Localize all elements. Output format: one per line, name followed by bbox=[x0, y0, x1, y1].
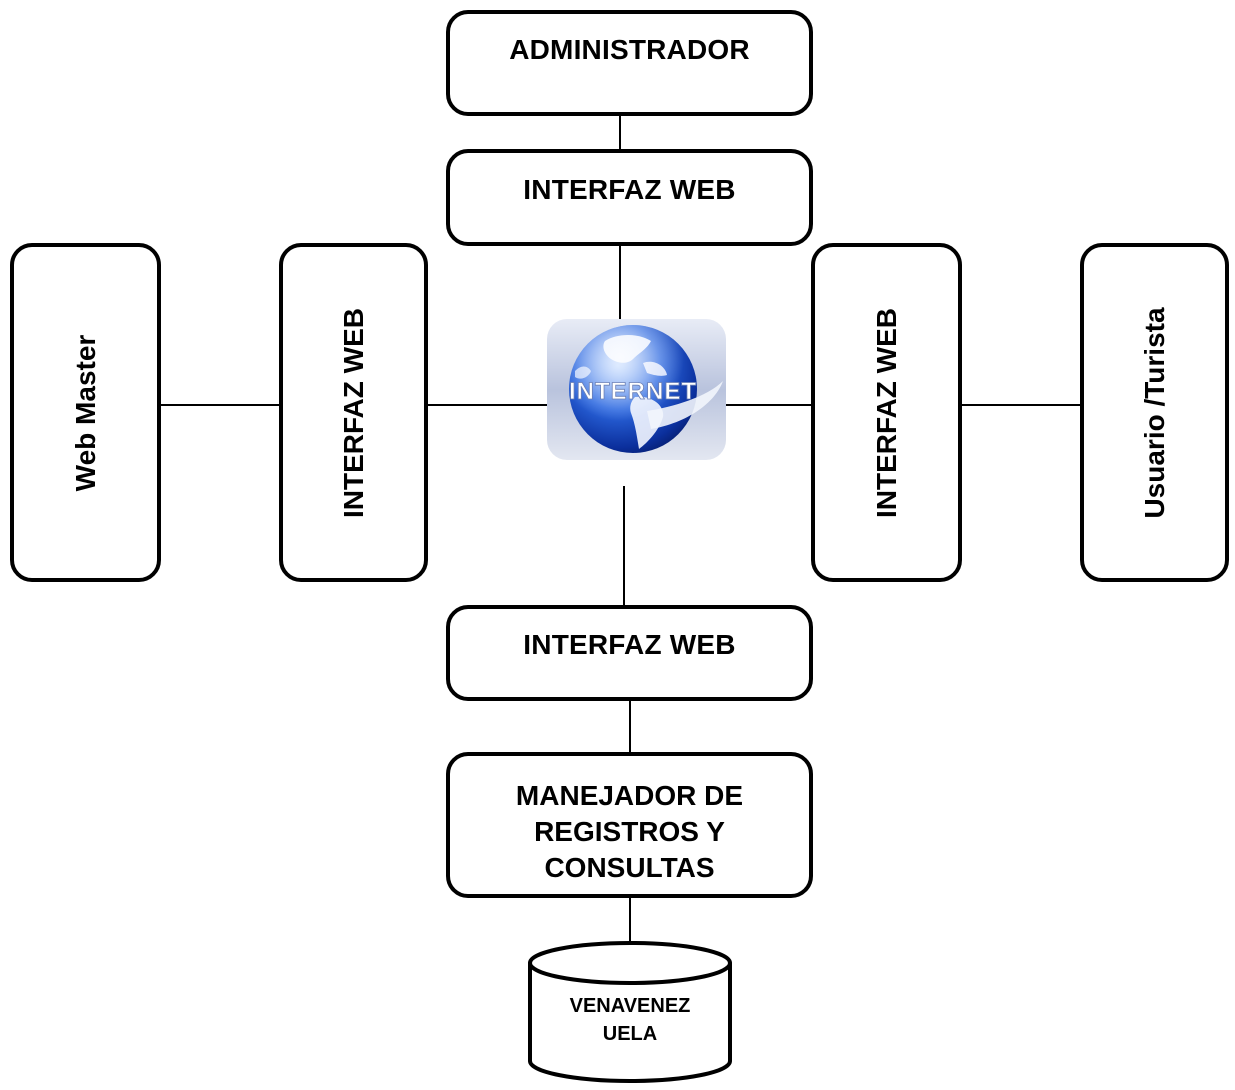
interfaz-web-bottom-label: INTERFAZ WEB bbox=[523, 629, 736, 660]
interfaz-web-right-box: INTERFAZ WEB bbox=[811, 243, 962, 582]
interfaz-web-top-label: INTERFAZ WEB bbox=[523, 174, 736, 205]
database-line-1: VENAVENEZ bbox=[569, 995, 691, 1017]
connector-interfaz-manejador bbox=[629, 700, 631, 753]
internet-globe: INTERNET bbox=[547, 319, 726, 460]
interfaz-web-left-label: INTERFAZ WEB bbox=[337, 307, 369, 518]
manejador-line-1: MANEJADOR DE bbox=[515, 780, 744, 811]
interfaz-web-bottom-box: INTERFAZ WEB bbox=[446, 605, 813, 701]
administrador-label: ADMINISTRADOR bbox=[509, 34, 750, 65]
database-label: VENAVENEZ UELA bbox=[526, 992, 734, 1048]
database-line-2: UELA bbox=[602, 1023, 658, 1045]
manejador-box: MANEJADOR DE REGISTROS Y CONSULTAS bbox=[446, 752, 813, 898]
usuario-turista-box: Usuario /Turista bbox=[1080, 243, 1229, 582]
connector-manejador-database bbox=[629, 897, 631, 942]
interfaz-web-left-box: INTERFAZ WEB bbox=[279, 243, 428, 582]
connector-interfaz-usuario bbox=[960, 404, 1082, 406]
interfaz-web-top-box: INTERFAZ WEB bbox=[446, 149, 813, 246]
internet-label: INTERNET bbox=[569, 378, 697, 405]
connector-interfaz-top-internet bbox=[619, 245, 621, 320]
connector-internet-interfaz-right bbox=[725, 404, 813, 406]
manejador-label: MANEJADOR DE REGISTROS Y CONSULTAS bbox=[450, 778, 809, 886]
globe-icon: INTERNET bbox=[547, 319, 726, 460]
database-icon bbox=[528, 941, 732, 1083]
administrador-box: ADMINISTRADOR bbox=[446, 10, 813, 116]
web-master-box: Web Master bbox=[10, 243, 161, 582]
web-master-label: Web Master bbox=[69, 334, 101, 491]
connector-interfaz-left-internet bbox=[426, 404, 549, 406]
interfaz-web-right-label: INTERFAZ WEB bbox=[870, 307, 902, 518]
manejador-line-2: REGISTROS Y bbox=[534, 816, 725, 847]
manejador-line-3: CONSULTAS bbox=[544, 852, 715, 883]
database-cylinder: VENAVENEZ UELA bbox=[526, 939, 734, 1085]
connector-admin-interfaz bbox=[619, 115, 621, 150]
connector-internet-interfaz-bottom bbox=[623, 486, 625, 607]
usuario-turista-label: Usuario /Turista bbox=[1138, 306, 1170, 519]
connector-webmaster-interfaz bbox=[160, 404, 282, 406]
